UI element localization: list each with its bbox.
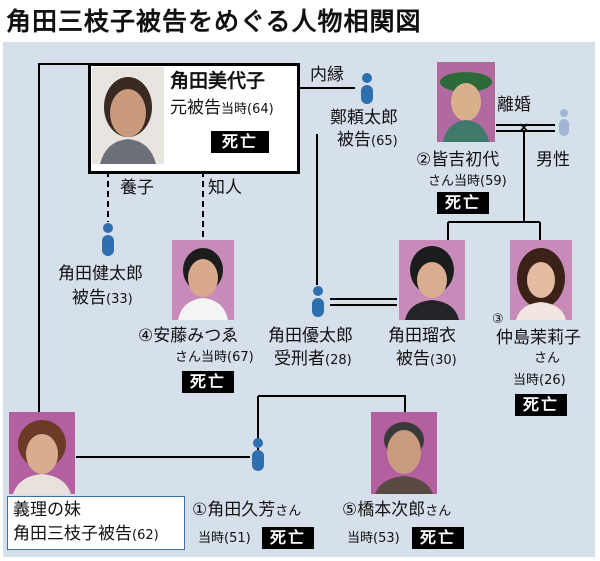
- minayoshi-name: ②皆吉初代: [416, 150, 500, 170]
- hashimoto-name: ⑤橋本次郎さん: [342, 500, 452, 520]
- nakajima-photo: [510, 240, 572, 320]
- yuta-name: 角田優太郎: [268, 326, 353, 346]
- mieko-card: [7, 496, 185, 550]
- mieko-relation: 義理の妹: [13, 500, 81, 520]
- minayoshi-photo: [437, 62, 495, 142]
- rikon-label: 離婚: [497, 95, 531, 115]
- miyoko-role: 元被告当時(64): [170, 98, 274, 118]
- naien-label: 内縁: [310, 65, 344, 85]
- nakajima-number: ③: [492, 312, 504, 327]
- hisayoshi-person-icon: [252, 438, 264, 471]
- miyoko-mieko-link: [38, 63, 92, 412]
- ando-detail: さん当時(67): [175, 350, 254, 365]
- nakajima-honorific: さん: [534, 351, 561, 366]
- mieko-name: 角田三枝子被告(62): [13, 524, 159, 544]
- hisayoshi-status-badge: 死亡: [262, 527, 314, 549]
- minayoshi-children-link: [447, 131, 541, 240]
- nakajima-detail: 当時(26): [513, 373, 566, 388]
- divorce-cross-icon: ×: [518, 120, 530, 136]
- yuta-person-icon: [312, 286, 324, 317]
- minayoshi-detail: さん当時(59): [428, 174, 507, 189]
- tei-name: 鄭頼太郎: [330, 108, 398, 128]
- kenta-name: 角田健太郎: [58, 264, 143, 284]
- miyoko-name: 角田美代子: [170, 70, 266, 92]
- male-person-icon: [559, 109, 569, 136]
- yoshi-label: 養子: [120, 178, 154, 198]
- rui-photo: [399, 240, 465, 320]
- hashimoto-status-badge: 死亡: [412, 527, 464, 549]
- miyoko-status-badge: 死亡: [211, 131, 269, 153]
- male-label: 男性: [536, 150, 570, 170]
- hashimoto-photo: [371, 412, 437, 494]
- nakajima-name: 仲島茉莉子: [496, 328, 581, 348]
- hisayoshi-detail: 当時(51): [198, 531, 251, 546]
- divorce-link: [496, 124, 555, 132]
- chijin-label: 知人: [208, 178, 242, 198]
- ando-name: ④安藤みつゑ: [138, 326, 239, 346]
- ando-photo: [172, 240, 234, 320]
- ando-status-badge: 死亡: [182, 371, 234, 393]
- minayoshi-status-badge: 死亡: [437, 192, 489, 214]
- kenta-person-icon: [102, 223, 114, 256]
- page-title: 角田三枝子被告をめぐる人物相関図: [6, 7, 422, 36]
- hisayoshi-name: ①角田久芳さん: [192, 500, 302, 520]
- hashimoto-detail: 当時(53): [347, 531, 400, 546]
- yuta-role: 受刑者(28): [274, 349, 352, 369]
- miyoko-photo: [92, 67, 164, 164]
- tei-person-icon: [361, 73, 373, 104]
- nakajima-status-badge: 死亡: [515, 394, 567, 416]
- mieko-photo: [9, 412, 75, 494]
- rui-name: 角田瑠衣: [388, 326, 456, 346]
- yuta-rui-link: [330, 298, 397, 306]
- kenta-role: 被告(33): [72, 288, 133, 308]
- tei-role: 被告(65): [337, 130, 398, 150]
- rui-role: 被告(30): [396, 349, 457, 369]
